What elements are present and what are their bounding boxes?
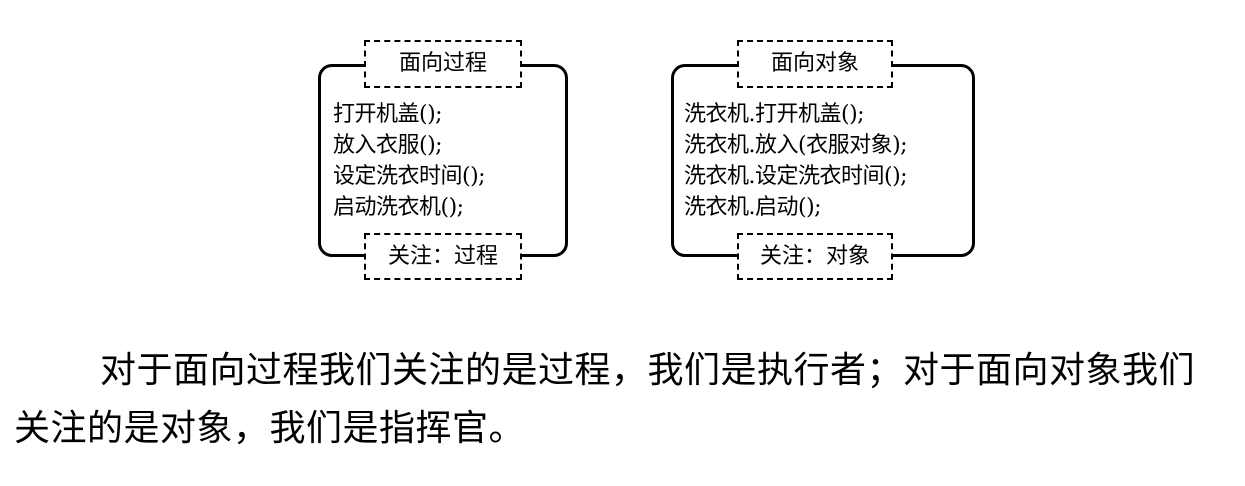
procedural-code-line: 启动洗衣机();	[333, 195, 464, 220]
object-oriented-code-line: 洗衣机.启动();	[684, 195, 822, 220]
procedural-code-line: 设定洗衣时间();	[333, 164, 486, 189]
object-oriented-code-list: 洗衣机.打开机盖(); 洗衣机.放入(衣服对象); 洗衣机.设定洗衣时间(); …	[684, 99, 908, 223]
procedural-focus-label: 关注：过程	[364, 233, 522, 280]
procedural-code-line: 打开机盖();	[333, 102, 443, 127]
object-oriented-title: 面向对象	[737, 40, 893, 88]
object-oriented-code-line: 洗衣机.放入(衣服对象);	[684, 133, 908, 158]
object-oriented-focus-label: 关注：对象	[737, 233, 893, 280]
procedural-title: 面向过程	[364, 40, 522, 88]
procedural-code-list: 打开机盖(); 放入衣服(); 设定洗衣时间(); 启动洗衣机();	[333, 99, 486, 223]
object-oriented-code-line: 洗衣机.打开机盖();	[684, 102, 865, 127]
procedural-code-line: 放入衣服();	[333, 133, 443, 158]
summary-paragraph: 对于面向过程我们关注的是过程，我们是执行者；对于面向对象我们关注的是对象，我们是…	[14, 350, 1196, 449]
object-oriented-code-line: 洗衣机.设定洗衣时间();	[684, 164, 908, 189]
object-oriented-panel	[671, 64, 975, 257]
